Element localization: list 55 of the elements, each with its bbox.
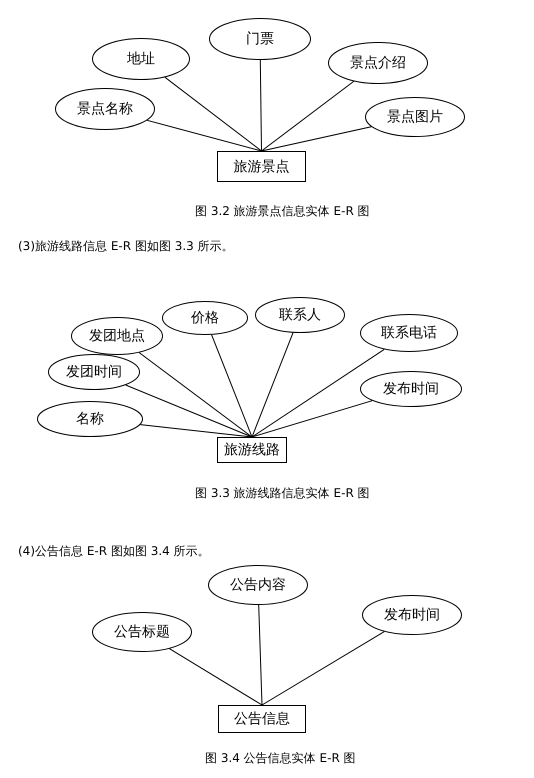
connector-line — [164, 76, 262, 152]
connector-line — [125, 384, 252, 438]
attribute-ellipse — [55, 88, 155, 130]
connector-line — [258, 604, 262, 706]
attribute-ellipse — [209, 18, 311, 60]
connector-line — [252, 348, 385, 438]
attribute-ellipse — [362, 595, 462, 635]
connector-line — [262, 631, 385, 706]
attribute-name: 门票 — [246, 30, 274, 48]
attribute-name: 发团时间 — [66, 363, 122, 381]
attribute-name: 公告内容 — [230, 576, 286, 594]
connector-line — [261, 80, 354, 152]
attribute-ellipse — [71, 317, 163, 355]
attribute-name: 景点图片 — [387, 108, 443, 126]
connector-line — [169, 648, 262, 706]
entity-box — [217, 151, 306, 182]
attribute-name: 公告标题 — [114, 623, 170, 641]
attribute-name: 景点介绍 — [350, 54, 406, 72]
connector-line — [252, 400, 373, 438]
attribute-ellipse — [37, 401, 143, 437]
attribute-name: 联系人 — [279, 306, 321, 324]
attribute-name: 发布时间 — [383, 380, 439, 398]
attribute-ellipse — [92, 612, 192, 652]
attribute-ellipse — [365, 97, 465, 137]
attribute-ellipse — [255, 297, 345, 333]
connector-line — [211, 334, 252, 438]
figure-caption: 图 3.4 公告信息实体 E-R 图 — [205, 750, 356, 767]
paragraph-text: (4)公告信息 E-R 图如图 3.4 所示。 — [18, 543, 210, 560]
paragraph-text: (3)旅游线路信息 E-R 图如图 3.3 所示。 — [18, 238, 234, 255]
attribute-ellipse — [360, 371, 462, 407]
attribute-ellipse — [360, 314, 458, 352]
attribute-name: 价格 — [191, 309, 219, 327]
attribute-ellipse — [92, 38, 190, 80]
attribute-name: 景点名称 — [77, 100, 133, 118]
attribute-ellipse — [48, 354, 140, 390]
figure-caption: 图 3.2 旅游景点信息实体 E-R 图 — [195, 203, 370, 220]
attribute-name: 发布时间 — [384, 606, 440, 624]
connector-line — [252, 332, 294, 438]
connector-line — [140, 424, 252, 438]
figure-caption: 图 3.3 旅游线路信息实体 E-R 图 — [195, 485, 370, 502]
attribute-ellipse — [162, 301, 248, 335]
attribute-ellipse — [328, 42, 428, 84]
entity-name: 公告信息 — [234, 710, 290, 728]
connector-line — [260, 60, 262, 152]
attribute-name: 联系电话 — [381, 324, 437, 342]
entity-box — [218, 705, 306, 733]
attribute-ellipse — [208, 565, 308, 605]
entity-box — [217, 437, 287, 463]
entity-name: 旅游线路 — [224, 441, 280, 459]
entity-name: 旅游景点 — [234, 158, 290, 176]
attribute-name: 发团地点 — [89, 327, 145, 345]
connector-line — [261, 126, 372, 152]
connector-line — [146, 120, 262, 152]
attribute-name: 地址 — [127, 50, 155, 68]
attribute-name: 名称 — [76, 410, 104, 428]
